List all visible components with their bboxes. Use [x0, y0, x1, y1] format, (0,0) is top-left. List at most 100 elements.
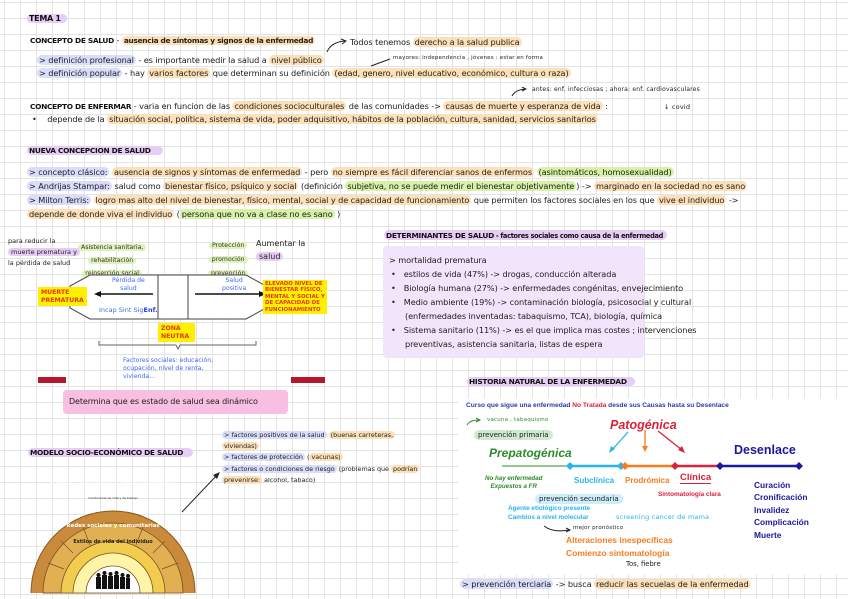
- det-item: Biología humana (27%) -> enfermedades co…: [389, 283, 683, 294]
- text: FUNCIONAMIENTO: [265, 306, 321, 313]
- pill: reinserción social: [82, 270, 143, 277]
- vacuna-note: vacuna , tabaquismo: [487, 417, 549, 423]
- text: Biología humana (27%) -> enfermedades co…: [403, 283, 684, 293]
- enfermar-heading: CONCEPTO DE ENFERMAR: [30, 102, 132, 111]
- arrow-icon: [511, 87, 527, 97]
- mejor-pronostico-note: mejor pronóstico: [573, 525, 624, 531]
- text: estilos de vida (47%) -> drogas, conducc…: [403, 269, 617, 279]
- modelo-factores: > factores positivos de la salud (buenas…: [222, 430, 420, 486]
- det-item-cont: preventivas, asistencia sanitaria, lista…: [405, 339, 603, 349]
- desenlace-list: Curación Cronificación Invalidez Complic…: [754, 479, 809, 541]
- label: > Milton Terris:: [27, 195, 92, 205]
- text: salud: [256, 252, 284, 261]
- determinantes-heading: DETERMINANTES DE SALUD: [386, 231, 494, 240]
- text: Expuestos a FR: [490, 483, 537, 490]
- text: - es importante medir la salud a: [135, 55, 270, 65]
- socioeconomic-wheel: Condiciones socioeconómicos, culturales …: [30, 481, 196, 594]
- incap-label: Incap Sint SigEnf.: [99, 306, 158, 314]
- text: -> busca: [553, 579, 595, 589]
- diagram-left-note: para reducir la muerte prematura y la pé…: [8, 236, 80, 269]
- text: :: [602, 101, 608, 111]
- dinamico-box: Determina que es estado de salud sea din…: [63, 390, 288, 414]
- covid-note: ↓ covid: [664, 103, 691, 111]
- screening-note: screening cancer de mama: [616, 513, 710, 521]
- enfermar-hand-note: antes: enf. infecciosas ; ahora: enf. ca…: [532, 86, 700, 93]
- pill: Asistencia sanitaria,: [78, 244, 147, 251]
- label: > definición popular: [37, 68, 123, 78]
- svg-text:Estilos de vida del individuo: Estilos de vida del individuo: [73, 539, 153, 545]
- highlight: nivel público: [269, 55, 324, 65]
- elevado-nivel-box: ELEVADO NIVEL DE BIENESTAR FÍSICO, MENTA…: [263, 280, 327, 315]
- text: Agente etiológico presente: [508, 505, 591, 512]
- perdida-label: Pérdida de salud: [112, 277, 145, 293]
- text: Curación: [754, 480, 791, 490]
- text: desde sus Causas hasta su Desenlace: [606, 402, 729, 409]
- det-item: estilos de vida (47%) -> drogas, conducc…: [389, 269, 617, 280]
- text: que permiten los factores sociales en lo…: [471, 195, 658, 205]
- text: salud: [120, 285, 137, 292]
- text: ZONA: [161, 325, 181, 332]
- nueva-line-2: > Andrijas Stampar: salud como bienestar…: [27, 181, 748, 192]
- text: Cronificación: [754, 492, 808, 503]
- text: salud como: [111, 181, 164, 191]
- label: > prevención terciaria: [460, 579, 554, 589]
- text: Alteraciones inespecíficas: [566, 535, 673, 545]
- label: > definición profesional: [37, 55, 136, 65]
- highlight: ausencia de signos y síntomas de enferme…: [111, 167, 303, 177]
- salud-heading-line: CONCEPTO DE SALUD - ausencia de síntomas…: [30, 35, 316, 46]
- note-text: Todos tenemos: [350, 37, 413, 47]
- prevencion-secundaria-pill: prevención secundaria: [535, 494, 623, 504]
- timeline: [502, 430, 803, 470]
- text: que determinan su definición: [210, 68, 333, 78]
- label: > factores positivos de la salud: [222, 431, 327, 439]
- text: Aumentar la: [256, 239, 306, 248]
- text: Complicación: [754, 517, 809, 528]
- text: Medio ambiente (19%) -> contaminación bi…: [403, 297, 692, 307]
- highlight: situación social, política, sistema de v…: [107, 114, 598, 124]
- text: ): [334, 209, 341, 219]
- highlight: viviendas): [222, 442, 259, 451]
- determinantes-subtitle: - factores sociales como causa de la enf…: [493, 232, 664, 240]
- label: > Andrijas Stampar:: [27, 181, 112, 191]
- text: (problemas que: [336, 464, 392, 473]
- def-profesional: > definición profesional - es importante…: [37, 55, 324, 66]
- svg-text:Condiciones socioeconómicos, c: Condiciones socioeconómicos, culturales …: [50, 481, 176, 486]
- text: Determina que es estado de salud sea din…: [69, 397, 258, 406]
- curso-title: Curso que sigue una enfermedad No Tratad…: [466, 402, 729, 409]
- highlight: prevenirse:: [222, 475, 263, 484]
- muerte-prematura-box: MUERTE PREMATURA: [38, 287, 87, 306]
- highlight: bienestar físico, psíquico y social: [163, 181, 299, 191]
- diagram-right-note: Aumentar la salud: [256, 237, 305, 263]
- highlight: condiciones socioculturales: [232, 101, 347, 111]
- agente-label: Agente etiológico presente Cambios a niv…: [508, 505, 590, 522]
- highlight: reducir las secuelas de la enfermedad: [594, 579, 751, 589]
- red-bar-right: [291, 377, 325, 383]
- salud-hand-note: mayores: independencia , jóvenes : estar…: [393, 55, 544, 61]
- alteraciones-label: Alteraciones inespecíficas Comienzo sint…: [566, 534, 673, 559]
- diagram-right-pills: Protección promoción prevención: [208, 236, 249, 278]
- highlight: causas de muerte y esperanza de vida: [443, 101, 603, 111]
- determinantes-heading-line: DETERMINANTES DE SALUD - factores social…: [384, 230, 668, 242]
- text: - pero: [302, 167, 331, 177]
- subclinica-label: Subclínica: [574, 476, 615, 485]
- text: de las comunidades ->: [346, 101, 444, 111]
- svg-text:Condiciones de vida y de traba: Condiciones de vida y de trabajo: [88, 496, 137, 500]
- text: ocupación, nivel de renta,: [123, 365, 204, 372]
- text: No hay enfermedad: [485, 475, 543, 482]
- det-item: Medio ambiente (19%) -> contaminación bi…: [389, 297, 692, 308]
- highlight: logro mas alto del nivel de bienestar, f…: [93, 195, 472, 205]
- det-item-cont: (enfermedades inventadas: tabaquismo, TC…: [405, 311, 663, 321]
- nueva-line-3: > Milton Terris: logro mas alto del nive…: [27, 195, 739, 206]
- positiva-label: Salud positiva: [222, 277, 246, 293]
- nueva-line-1: > concepto clásico: ausencia de signos y…: [27, 167, 674, 178]
- tema-title: TEMA 1: [27, 14, 67, 23]
- prevencion-terciaria-line: > prevención terciaria -> busca reducir …: [460, 579, 751, 590]
- text: Enf.: [143, 306, 158, 314]
- text: depende de la: [47, 114, 108, 124]
- highlight: varios factores: [147, 68, 211, 78]
- text: (: [174, 209, 180, 219]
- hexagon-diagram: [69, 274, 267, 320]
- modelo-heading: MODELO SOCIO-ECONÓMICO DE SALUD: [28, 448, 194, 457]
- label: > factores o condiciones de riesgo: [222, 464, 337, 473]
- text: NEUTRA: [161, 332, 190, 340]
